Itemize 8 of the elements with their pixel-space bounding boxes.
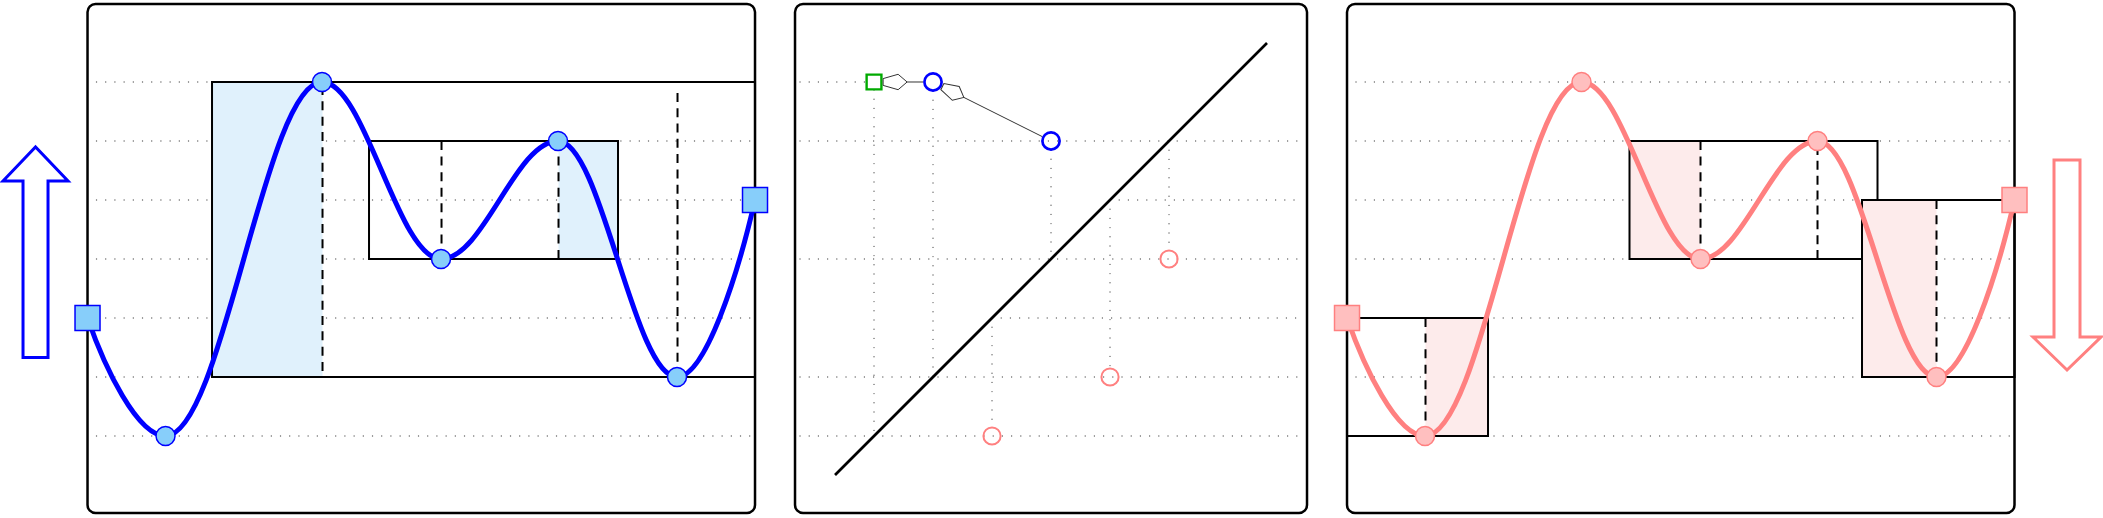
ring-marker: [1041, 131, 1061, 151]
connector: [882, 73, 924, 91]
connector: [940, 83, 1043, 138]
ring-marker: [1159, 249, 1179, 269]
ring-marker: [982, 426, 1002, 446]
ring-marker: [923, 72, 943, 92]
ring-marker: [1100, 367, 1120, 387]
hollow-square: [865, 73, 883, 91]
